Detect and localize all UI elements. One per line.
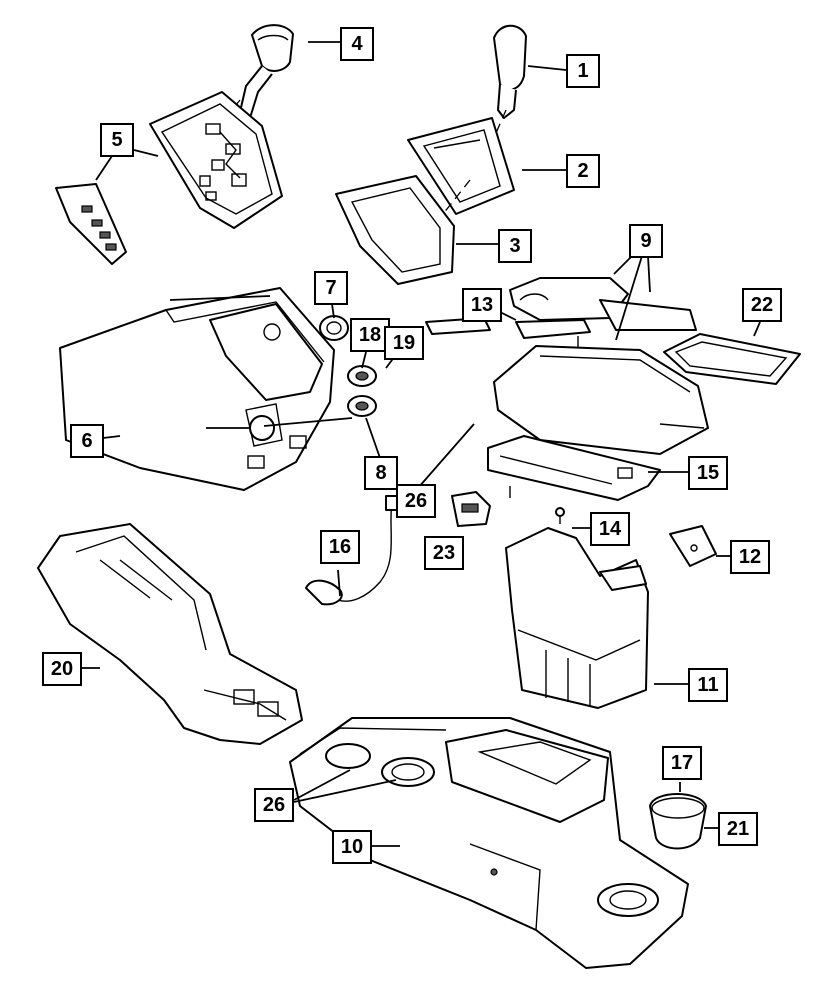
callout-21[interactable]: 21 [718,812,758,846]
part-7-cap[interactable] [319,315,349,341]
callout-1[interactable]: 1 [566,54,600,88]
callout-4[interactable]: 4 [340,27,374,61]
armrest-body[interactable] [493,345,709,455]
callout-17[interactable]: 17 [662,746,702,780]
part-9-armrest-lid[interactable] [509,277,697,331]
part-13-latch[interactable] [425,317,591,348]
callout-15[interactable]: 15 [688,456,728,490]
part-1-shift-knob[interactable] [493,24,527,119]
callout-6[interactable]: 6 [70,424,104,458]
callout-7[interactable]: 7 [314,271,348,305]
part-5-switch-strip[interactable] [55,183,127,265]
part-16-wire-harness[interactable] [305,495,399,606]
part-20-console-frame[interactable] [37,523,303,745]
callout-9[interactable]: 9 [629,224,663,258]
callout-20[interactable]: 20 [42,652,82,686]
callout-12[interactable]: 12 [730,540,770,574]
part-14-screw[interactable] [555,507,565,524]
callout-26-lower[interactable]: 26 [254,788,294,822]
callout-10[interactable]: 10 [332,830,372,864]
callout-26-upper[interactable]: 26 [396,484,436,518]
part-15-armrest-base[interactable] [487,435,661,501]
part-12-bracket[interactable] [669,525,717,567]
part-2-shift-boot-trim[interactable] [407,117,515,215]
part-23-switch[interactable] [451,491,491,527]
callout-23[interactable]: 23 [424,536,464,570]
part-17-cupholder-insert[interactable] [649,793,707,850]
part-3-bezel[interactable] [335,175,455,285]
part-11-storage-bin[interactable] [505,527,649,709]
callout-8[interactable]: 8 [364,456,398,490]
part-22-tray[interactable] [663,333,801,385]
callout-14[interactable]: 14 [590,512,630,546]
callout-13[interactable]: 13 [462,288,502,322]
callout-3[interactable]: 3 [498,229,532,263]
callout-19[interactable]: 19 [384,326,424,360]
callout-16[interactable]: 16 [320,530,360,564]
part-18-power-outlet[interactable] [347,365,377,387]
callout-22[interactable]: 22 [742,288,782,322]
callout-11[interactable]: 11 [688,668,728,702]
part-4-shift-knob[interactable] [239,24,294,119]
part-5-shifter-bezel[interactable] [149,91,283,229]
callout-5[interactable]: 5 [100,123,134,157]
part-6-console-housing[interactable] [59,287,335,491]
part-8-power-outlet[interactable] [347,395,377,417]
callout-2[interactable]: 2 [566,154,600,188]
callout-18[interactable]: 18 [350,318,390,352]
